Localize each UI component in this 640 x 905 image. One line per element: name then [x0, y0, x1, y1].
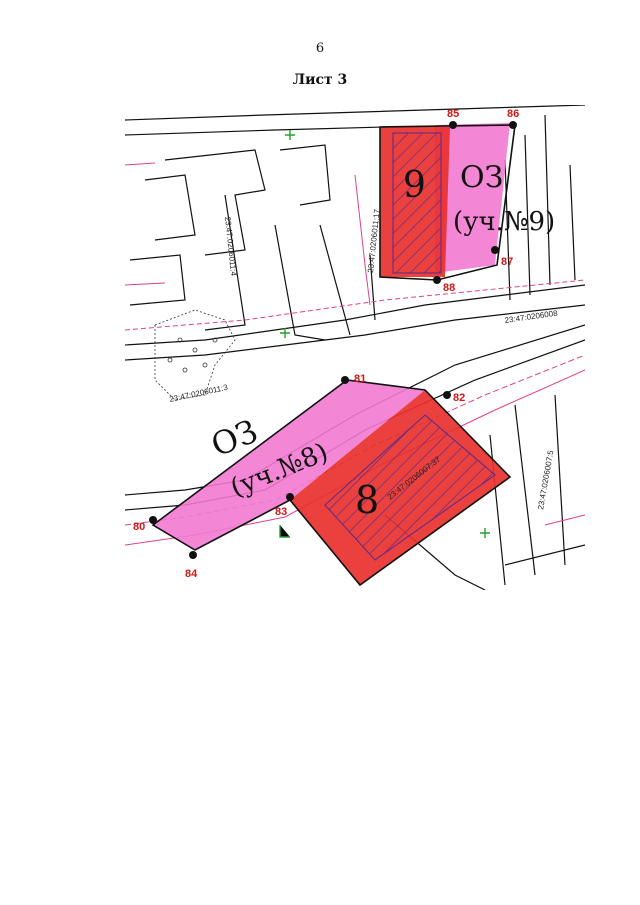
page-number: 6: [315, 41, 325, 56]
building-9-number: 9: [403, 165, 426, 206]
map-canvas: 80 81 82 83 84 85 86 87 88 ОЗ (уч.№9) ОЗ…: [125, 105, 585, 590]
point-label-83: 83: [275, 506, 287, 518]
cadastral-label-5: 23:47:0206007:5: [536, 449, 555, 510]
zone-9-area: [435, 123, 510, 273]
cadastral-label-1: 23:47:0206011:4: [223, 216, 238, 277]
point-label-84: 84: [185, 568, 198, 580]
parcel-boundaries: [151, 124, 516, 587]
zone-9-code: ОЗ: [460, 160, 503, 195]
point-label-88: 88: [443, 282, 455, 294]
point-label-80: 80: [133, 521, 145, 533]
point-label-82: 82: [453, 392, 465, 404]
cadastral-label-2: 23:47:0206011:3: [169, 383, 230, 404]
base-linework: [125, 105, 585, 590]
tree-area: [154, 309, 236, 401]
building-9-footprint: [392, 132, 442, 274]
point-label-81: 81: [354, 373, 366, 385]
building-8-footprint: [324, 414, 496, 561]
boundary-points: [149, 121, 517, 559]
zone-8-area: [153, 380, 425, 550]
cadastral-map: 80 81 82 83 84 85 86 87 88 ОЗ (уч.№9) ОЗ…: [125, 105, 585, 590]
point-label-86: 86: [507, 108, 519, 120]
point-label-87: 87: [501, 256, 513, 268]
building-8-number: 8: [355, 478, 379, 522]
grid-cross-markers: [279, 130, 490, 538]
sheet-title: Лист 3: [292, 72, 348, 88]
point-label-85: 85: [447, 108, 459, 120]
zone-9-parcel: (уч.№9): [453, 207, 555, 237]
